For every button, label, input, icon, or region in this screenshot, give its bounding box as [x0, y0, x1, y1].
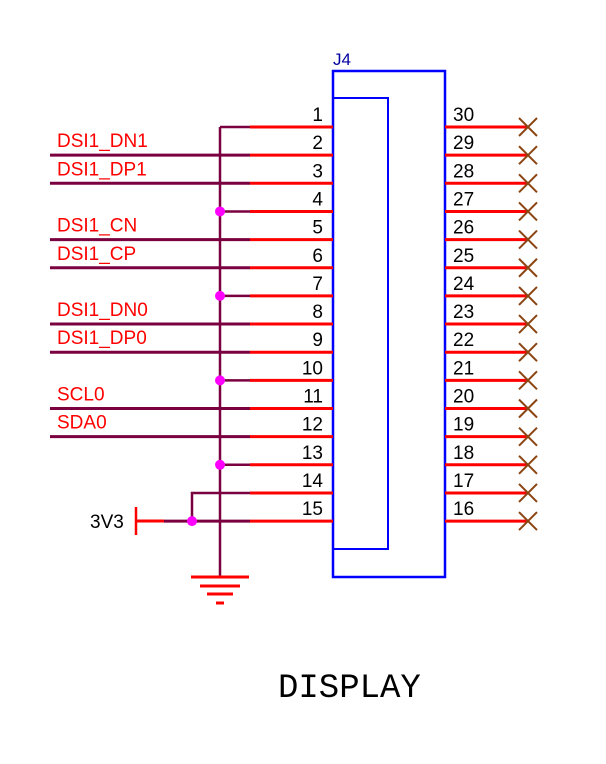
pin-number-15: 15 [302, 499, 323, 520]
pin-number-3: 3 [312, 161, 323, 182]
net-label: DSI1_DN0 [57, 300, 148, 321]
no-connect-stroke [518, 145, 538, 165]
sheet-title: DISPLAY [278, 670, 421, 708]
pin-number-28: 28 [453, 161, 474, 182]
pin-number-2: 2 [312, 133, 323, 154]
power-symbol: 3V3 [90, 507, 164, 535]
no-connect-stroke [518, 201, 538, 222]
no-connect-icon [518, 145, 538, 165]
no-connect-icon [518, 286, 538, 306]
pin-number-19: 19 [453, 415, 474, 436]
pin-number-20: 20 [453, 387, 474, 408]
no-connect-icon [518, 483, 538, 503]
pin-number-16: 16 [453, 499, 474, 520]
pin-number-17: 17 [453, 471, 474, 492]
no-connect-stroke [518, 398, 538, 419]
pin-number-30: 30 [453, 105, 474, 126]
junction-dot [215, 375, 225, 386]
net-label: SCL0 [57, 385, 105, 406]
junction-dot [215, 206, 225, 217]
no-connect-icon [518, 455, 538, 475]
pin-number-24: 24 [453, 274, 475, 295]
no-connect-icon [518, 229, 538, 250]
no-connect-stroke [518, 173, 538, 194]
no-connect-stroke [518, 511, 538, 531]
net-label: DSI1_DP0 [57, 328, 147, 349]
no-connect-icon [518, 426, 538, 447]
no-connect-icon [518, 511, 538, 531]
no-connect-stroke [518, 426, 538, 447]
no-connect-stroke [518, 455, 538, 475]
no-connect-stroke [518, 314, 538, 334]
connector-body: J4 [331, 50, 447, 579]
no-connect-icon [518, 173, 538, 194]
junction-dot [187, 516, 197, 527]
pin-number-6: 6 [312, 246, 323, 267]
pin-number-27: 27 [453, 189, 474, 210]
pin-number-4: 4 [312, 189, 323, 210]
wires [50, 125, 250, 577]
net-label: DSI1_CN [57, 216, 137, 237]
no-connect-stroke [518, 370, 538, 391]
pin-number-5: 5 [312, 218, 323, 239]
pin-number-21: 21 [453, 358, 474, 379]
pin-number-7: 7 [312, 274, 323, 295]
pins: 1234567891011121314153029282726252423222… [250, 105, 538, 531]
no-connect-icon [518, 342, 538, 362]
no-connect-stroke [518, 483, 538, 503]
pin-number-18: 18 [453, 443, 474, 464]
no-connect-icon [518, 398, 538, 419]
pin-number-9: 9 [312, 330, 323, 351]
pin-number-22: 22 [453, 330, 474, 351]
ground-symbol [191, 575, 249, 605]
pin-number-29: 29 [453, 133, 474, 154]
pin-number-11: 11 [303, 387, 323, 408]
pin-number-25: 25 [453, 246, 474, 267]
no-connect-icon [518, 314, 538, 334]
no-connect-stroke [518, 286, 538, 306]
net-label: DSI1_CP [57, 244, 136, 265]
power-wire-pin-14 [190, 491, 250, 522]
pin-number-8: 8 [312, 302, 323, 323]
no-connect-icon [518, 258, 538, 278]
net-label: DSI1_DP1 [57, 159, 147, 180]
no-connect-stroke [518, 229, 538, 250]
pin-number-10: 10 [302, 358, 323, 379]
no-connect-icon [518, 201, 538, 222]
power-label: 3V3 [90, 512, 124, 533]
no-connect-stroke [518, 342, 538, 362]
pin-number-23: 23 [453, 302, 474, 323]
pin-number-13: 13 [302, 443, 323, 464]
connector-inner-outline [333, 97, 389, 550]
junction-dot [215, 459, 225, 470]
net-label: SDA0 [57, 413, 107, 434]
no-connect-stroke [518, 258, 538, 278]
no-connect-icon [518, 117, 538, 137]
pin-number-26: 26 [453, 218, 474, 239]
pin-number-12: 12 [302, 415, 323, 436]
no-connect-icon [518, 370, 538, 391]
pin-number-1: 1 [312, 105, 323, 126]
pin-number-14: 14 [302, 471, 324, 492]
ref-designator: J4 [333, 50, 351, 69]
net-label: DSI1_DN1 [57, 131, 148, 152]
junction-dot [215, 290, 225, 301]
no-connect-stroke [518, 117, 538, 137]
